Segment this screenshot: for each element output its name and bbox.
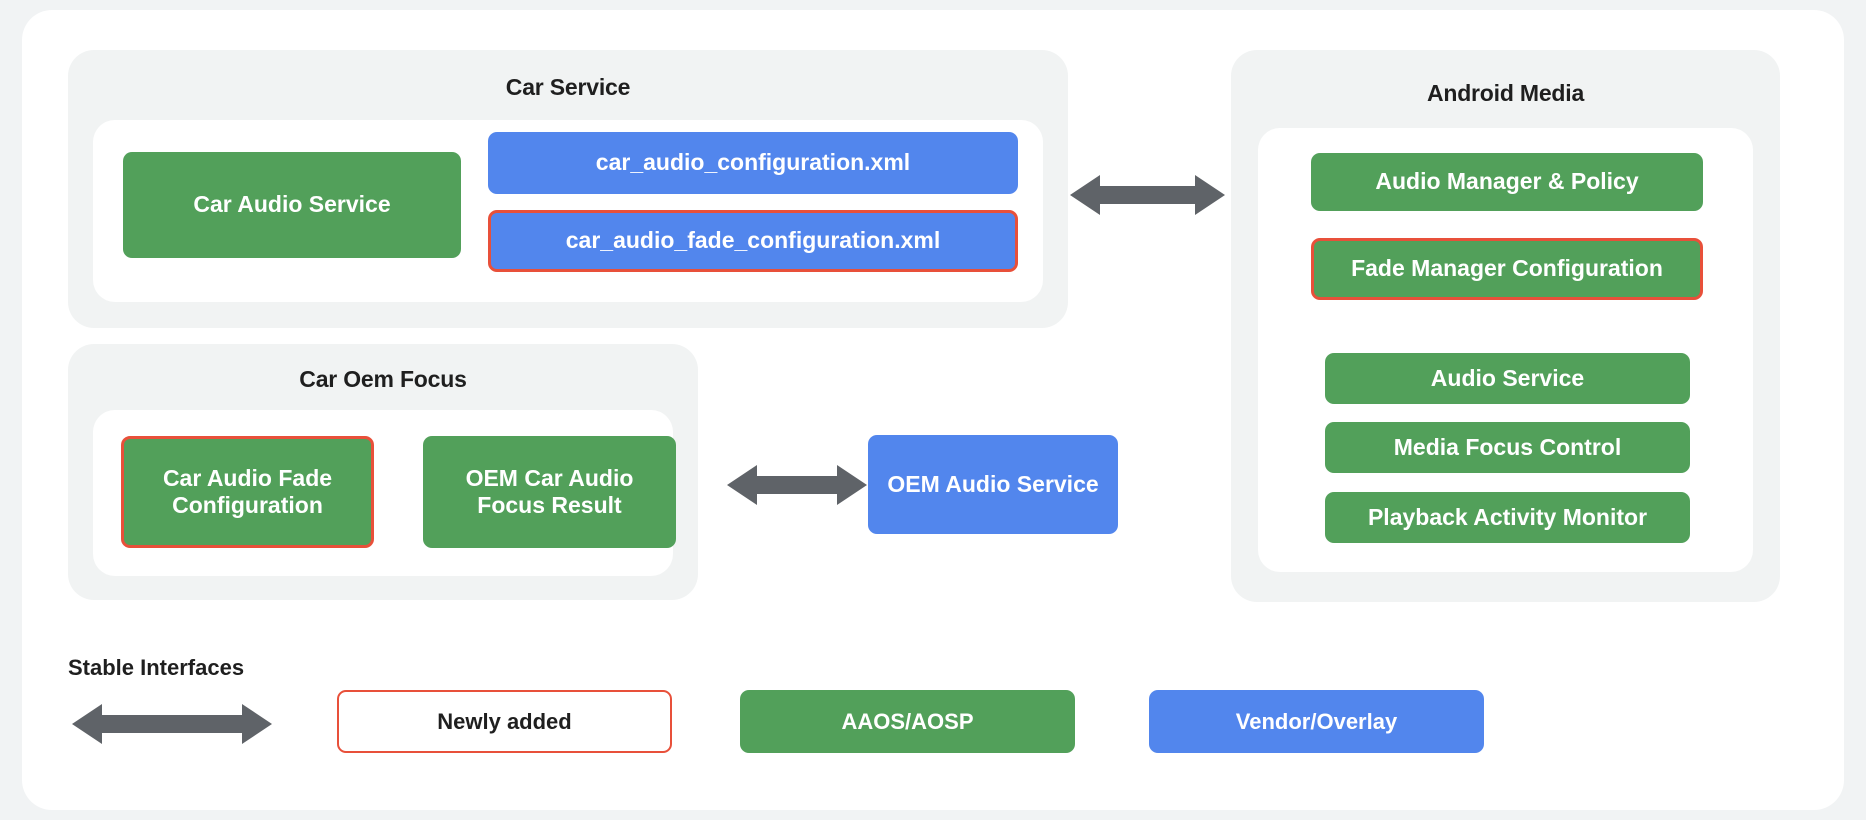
box-oem-car-audio-focus-result[interactable]: OEM Car Audio Focus Result [423,436,676,548]
legend-title: Stable Interfaces [68,655,245,680]
box-car-audio-fade-configuration-xml-label: car_audio_fade_configuration.xml [565,227,941,254]
box-playback-activity-monitor-label: Playback Activity Monitor [1367,503,1648,530]
box-car-audio-service[interactable]: Car Audio Service [123,152,461,258]
legend-item-vendor-overlay-label: Vendor/Overlay [1235,708,1398,734]
legend-item-vendor-overlay[interactable]: Vendor/Overlay [1149,690,1484,753]
panel-car-service-inner: Car Audio Service car_audio_configuratio… [93,120,1043,302]
panel-car-service-title: Car Service [505,74,631,100]
panel-car-oem-focus: Car Oem Focus Car Audio Fade Configurati… [68,344,698,600]
connector-car-oem-focus-to-oem-audio-service [727,462,867,508]
panel-car-service: Car Service Car Audio Service car_audio_… [68,50,1068,328]
box-oem-car-audio-focus-result-label: OEM Car Audio Focus Result [465,464,634,518]
box-car-audio-service-label: Car Audio Service [193,191,391,218]
panel-android-media-title: Android Media [1426,80,1585,106]
box-audio-service[interactable]: Audio Service [1325,353,1690,404]
box-fade-manager-configuration-label: Fade Manager Configuration [1351,255,1663,282]
box-car-audio-fade-configuration[interactable]: Car Audio Fade Configuration [121,436,374,548]
panel-android-media-inner: Audio Manager & Policy Fade Manager Conf… [1258,128,1753,572]
panel-car-oem-focus-title: Car Oem Focus [299,366,467,392]
box-oem-audio-service[interactable]: OEM Audio Service [868,435,1118,534]
legend-double-arrow-icon [72,702,272,746]
legend-item-aaos-aosp-label: AAOS/AOSP [841,708,974,734]
panel-android-media: Android Media Audio Manager & Policy Fad… [1231,50,1780,602]
box-car-audio-fade-configuration-xml[interactable]: car_audio_fade_configuration.xml [488,210,1018,272]
box-media-focus-control[interactable]: Media Focus Control [1325,422,1690,473]
connector-car-service-to-android-media [1070,172,1225,218]
box-audio-manager-and-policy[interactable]: Audio Manager & Policy [1311,153,1703,211]
box-playback-activity-monitor[interactable]: Playback Activity Monitor [1325,492,1690,543]
box-media-focus-control-label: Media Focus Control [1393,433,1622,460]
box-fade-manager-configuration[interactable]: Fade Manager Configuration [1311,238,1703,300]
box-oem-audio-service-label: OEM Audio Service [887,470,1099,497]
box-audio-manager-and-policy-label: Audio Manager & Policy [1375,168,1639,195]
legend-item-newly-added-label: Newly added [437,708,572,734]
box-car-audio-fade-configuration-label: Car Audio Fade Configuration [162,464,333,518]
legend-item-newly-added[interactable]: Newly added [337,690,672,753]
legend-item-aaos-aosp[interactable]: AAOS/AOSP [740,690,1075,753]
box-car-audio-configuration-xml[interactable]: car_audio_configuration.xml [488,132,1018,194]
diagram-card: Car Service Car Audio Service car_audio_… [22,10,1844,810]
box-audio-service-label: Audio Service [1430,364,1585,391]
box-car-audio-configuration-xml-label: car_audio_configuration.xml [595,149,911,176]
panel-car-oem-focus-inner: Car Audio Fade Configuration OEM Car Aud… [93,410,676,576]
